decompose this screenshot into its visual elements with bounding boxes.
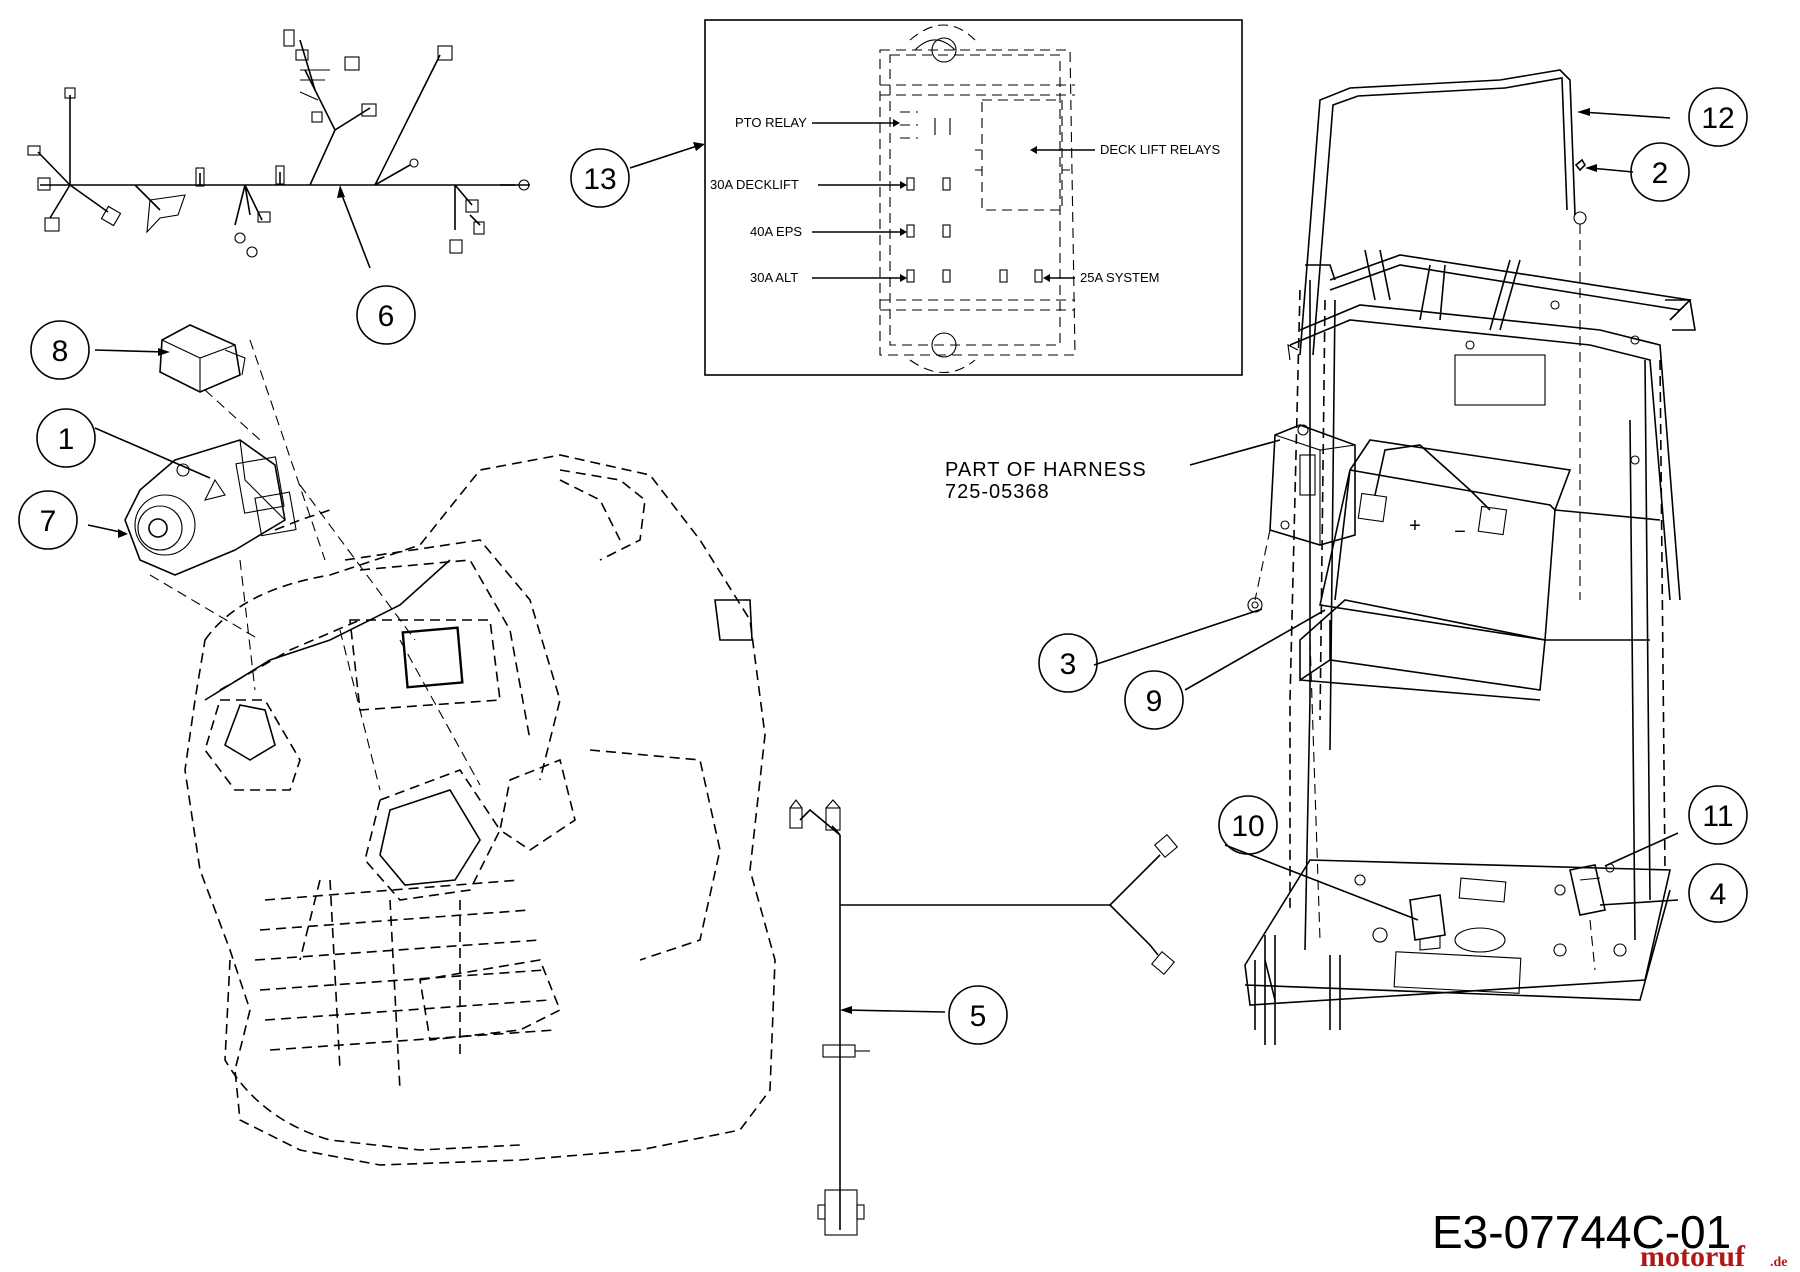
callout-8-label: 8: [52, 335, 69, 368]
callout-leaders: [87, 108, 1679, 1014]
callout-9-label: 9: [1146, 685, 1163, 718]
jumper-harness: [789, 799, 1179, 1236]
fuse-25a-system-label: 25A SYSTEM: [1080, 270, 1159, 285]
relay-module: [159, 324, 246, 393]
drawing-number: E3-07744C-01: [1432, 1206, 1731, 1258]
callout-3: 3: [1038, 633, 1098, 693]
callout-11-label: 11: [1702, 800, 1733, 833]
callout-7-label: 7: [40, 505, 57, 538]
callout-10-label: 10: [1231, 810, 1264, 843]
callout-4: 4: [1688, 863, 1748, 923]
fuse-box-inset: PTO RELAY DECK LIFT RELAYS 30A DECKLIFT …: [704, 19, 1243, 376]
fuse-30a-alt-label: 30A ALT: [750, 270, 798, 285]
motoruf-watermark: motoruf .de: [1640, 1240, 1788, 1272]
callout-4-label: 4: [1710, 878, 1727, 911]
callout-1: 1: [36, 408, 96, 468]
watermark-brand: motoruf: [1640, 1240, 1746, 1272]
battery-positive-terminal: +: [1409, 515, 1421, 537]
callout-12-label: 12: [1701, 102, 1734, 135]
callout-3-label: 3: [1060, 648, 1077, 681]
callout-6-label: 6: [378, 300, 395, 333]
ignition-switch: [124, 439, 297, 576]
frame-assembly: + −: [1244, 69, 1696, 1045]
callout-2: 2: [1630, 142, 1690, 202]
deck-lift-relays-label: DECK LIFT RELAYS: [1100, 142, 1220, 157]
harness-note-part-number: 725-05368: [945, 481, 1050, 503]
callout-1-label: 1: [58, 423, 75, 456]
battery-negative-terminal: −: [1454, 521, 1466, 543]
callout-7: 7: [18, 490, 78, 550]
callout-13: 13: [570, 148, 630, 208]
callout-9: 9: [1124, 670, 1184, 730]
fuse-30a-decklift-label: 30A DECKLIFT: [710, 177, 799, 192]
callout-2-label: 2: [1652, 157, 1669, 190]
callout-12: 12: [1688, 87, 1748, 147]
callout-11: 11: [1688, 785, 1748, 845]
callout-13-label: 13: [583, 163, 616, 196]
assembly-leader-lines: [149, 339, 481, 791]
harness-note: PART OF HARNESS 725-05368: [945, 459, 1147, 503]
main-wiring-harness: [27, 29, 530, 258]
dash-hood-assembly: [184, 454, 776, 1166]
pto-relay-label: PTO RELAY: [735, 115, 807, 130]
callout-6: 6: [356, 285, 416, 345]
callout-10: 10: [1218, 795, 1278, 855]
watermark-suffix: .de: [1770, 1255, 1788, 1270]
harness-note-line1: PART OF HARNESS: [945, 459, 1147, 481]
callout-8: 8: [30, 320, 90, 380]
fuse-40a-eps-label: 40A EPS: [750, 224, 802, 239]
callout-5: 5: [948, 985, 1008, 1045]
callout-5-label: 5: [970, 1000, 987, 1033]
